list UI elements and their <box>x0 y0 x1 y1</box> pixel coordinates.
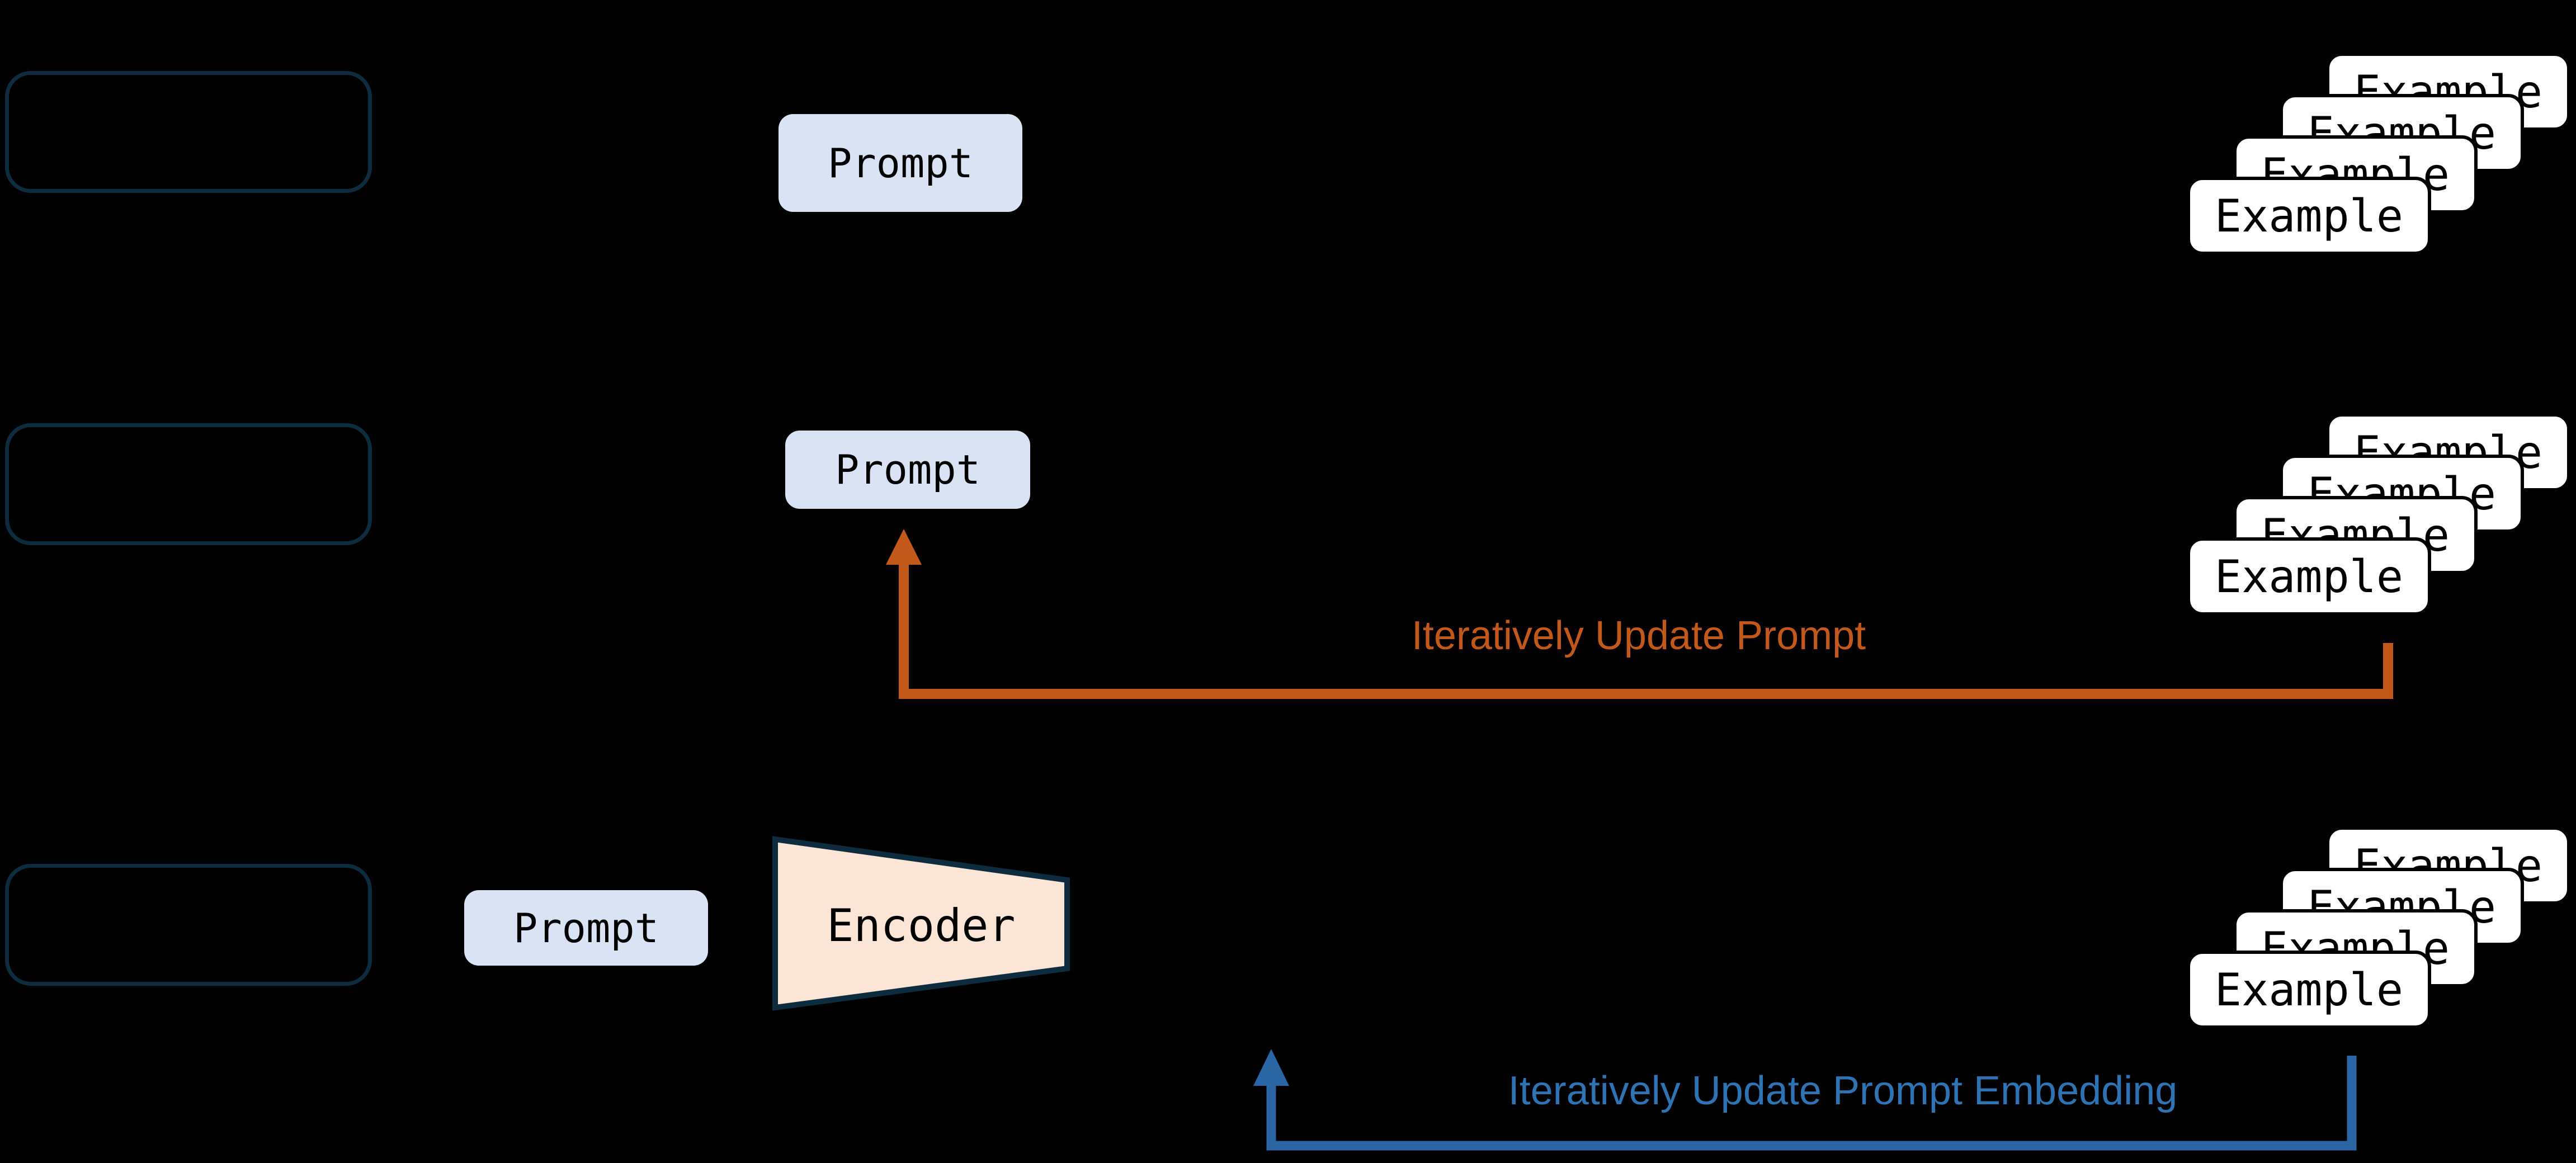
orange-feedback-arrowhead-icon <box>886 529 922 565</box>
source-box-row1 <box>5 71 372 193</box>
prompt-chip-row2: Prompt <box>785 431 1030 509</box>
blue-arrow-label: Iteratively Update Prompt Embedding <box>1508 1069 2178 1113</box>
example-card: Example <box>2187 177 2431 255</box>
example-card: Example <box>2187 951 2431 1029</box>
blue-feedback-arrowhead-icon <box>1253 1049 1289 1086</box>
source-box-row2 <box>5 423 372 545</box>
prompt-chip-row3: Prompt <box>464 890 708 966</box>
orange-arrow-label: Iteratively Update Prompt <box>1411 613 1866 658</box>
source-box-row3 <box>5 864 372 986</box>
prompt-chip-row1: Prompt <box>779 114 1022 212</box>
example-card: Example <box>2187 537 2431 616</box>
encoder-label: Encoder <box>827 899 1016 952</box>
